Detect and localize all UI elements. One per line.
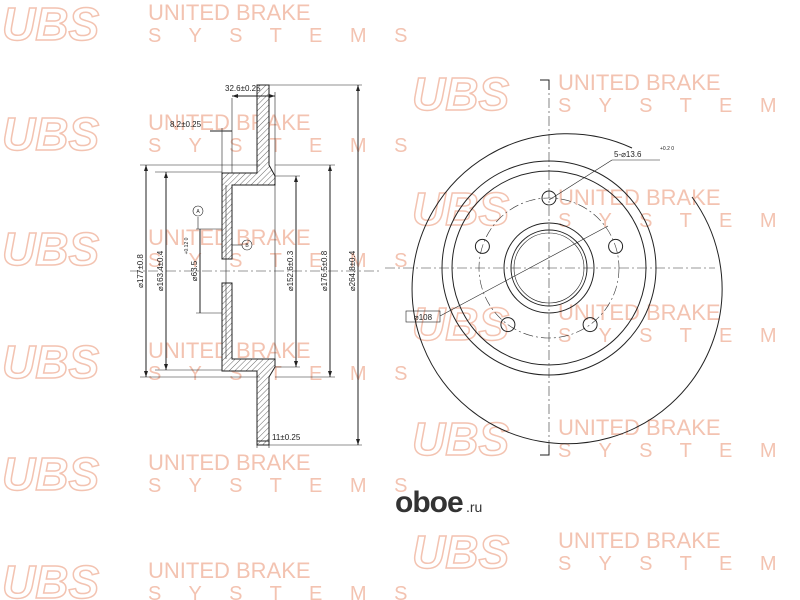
watermark-logo: UBS [412,68,509,120]
watermark-line2: S Y S T E M S [148,475,418,497]
brand-logo: oboe .ru [395,486,482,519]
datum-b-symbol [241,239,253,251]
disc-outer-edge [411,133,723,445]
holes-leader [548,159,613,201]
section-bottom [221,282,276,446]
watermark-line2: S Y S T E M S [558,440,800,462]
watermark-logo: UBS [412,526,509,578]
watermark-line1: UNITED BRAKE [558,70,721,95]
dim-hat-depth: 8.2±0.25 [170,120,202,129]
watermark-line2: S Y S T E M S [558,553,800,575]
watermark-logo: UBS [2,556,99,600]
dim-d63: ⌀63.5 [190,260,199,281]
watermark-line2: S Y S T E M S [148,363,418,385]
watermark-line2: S Y S T E M S [558,210,800,232]
bolt-hole [500,317,516,333]
dim-d152: ⌀152.6±0.3 [286,250,295,291]
watermark-line2: S Y S T E M S [558,95,800,117]
watermark-logo: UBS [2,223,99,275]
dim-holes: 5-⌀13.6 [614,150,642,159]
section-mark-bottom [540,445,550,456]
dim-holes-tolerance: +0.2 0 [660,146,674,152]
watermark-logo: UBS [2,108,99,160]
dim-total-width: 32.6±0.25 [225,84,261,93]
section-mark-top [540,79,550,90]
pcd-box [405,310,441,323]
datum-b-label: B [245,243,249,249]
bolt-hole [474,238,490,254]
watermark-line1: UNITED BRAKE [558,185,721,210]
dim-d163: ⌀163.4±0.4 [156,250,165,291]
bolt-hole [608,238,624,254]
watermark-line1: UNITED BRAKE [148,0,311,25]
watermark-logo: UBS [2,336,99,388]
watermark-line1: UNITED BRAKE [148,450,311,475]
dim-thickness: 11±0.25 [272,433,301,442]
watermark-logo: UBS [2,448,99,500]
watermark-line2: S Y S T E M S [148,250,418,272]
watermark-line1: UNITED BRAKE [148,558,311,583]
watermark-line1: UNITED BRAKE [558,528,721,553]
hub-outer [503,222,595,314]
dim-pcd: ⌀108 [414,313,433,322]
watermark-logo: UBS [412,298,509,350]
watermark-line2: S Y S T E M S [148,25,418,47]
dim-d63-tolerance: +0.12 0 [184,237,190,254]
front-view: 5-⌀13.6 +0.2 0 ⌀108 [385,79,723,456]
datum-a-symbol [192,205,204,217]
dim-d177: ⌀177±0.8 [136,254,145,288]
watermark-line2: S Y S T E M S [148,135,418,157]
bolt-hole [582,317,598,333]
watermark-line2: S Y S T E M S [148,583,418,600]
brand-logo-suffix: .ru [466,499,482,515]
section-view: 32.6±0.25 8.2±0.25 11±0.25 ⌀177±0.8 ⌀163… [130,84,380,448]
watermark-line2: S Y S T E M S [558,325,800,347]
datum-a-label: A [196,209,200,215]
pcd-leader [439,225,609,317]
dim-d264: ⌀264.8±0.4 [348,250,357,291]
watermark-line1: UNITED BRAKE [558,415,721,440]
watermark-logo: UBS [412,413,509,465]
dim-d176: ⌀176.5±0.8 [320,250,329,291]
watermark-logo: UBS [2,0,99,50]
section-top [221,84,276,260]
brand-logo-text: oboe [395,486,463,519]
